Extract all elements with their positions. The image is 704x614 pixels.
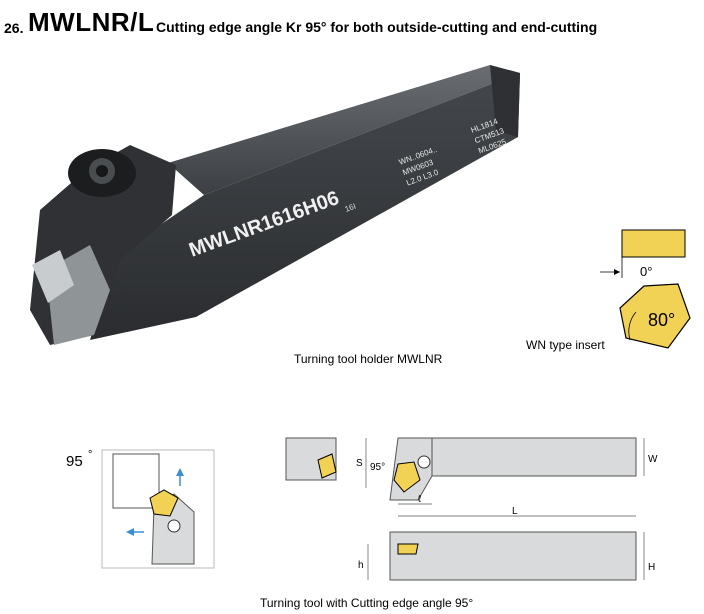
nose-angle-label: 80°: [648, 310, 675, 330]
dim-l-big: L: [512, 506, 518, 517]
dim-angle: 95°: [370, 462, 385, 473]
angle-diagram: 95 °: [66, 449, 215, 569]
photo-caption: Turning tool holder MWLNR: [294, 352, 443, 366]
left-arrow-icon: [126, 528, 134, 536]
insert-symbol: 0° 80°: [600, 229, 691, 349]
dim-h-big: H: [648, 562, 655, 573]
dim-s: S: [356, 458, 363, 469]
dim-l-small: ℓ: [418, 494, 422, 505]
relief-angle-label: 0°: [640, 264, 652, 279]
model-description: Cutting edge angle Kr 95° for both outsi…: [156, 19, 598, 35]
angle-degree: °: [88, 449, 92, 461]
insert-caption: WN type insert: [526, 338, 605, 352]
model-title: MWLNR/L: [28, 7, 155, 37]
up-arrow-icon: [176, 468, 184, 476]
tool-holder-photo: MWLNR1616H06 16I WN..0604.. MW0603 L2.0 …: [30, 65, 520, 345]
dim-h-small: h: [358, 560, 364, 571]
dim-w: W: [648, 454, 658, 465]
section-number: 26.: [4, 20, 24, 36]
diagram-caption: Turning tool with Cutting edge angle 95°: [260, 596, 474, 610]
dimension-diagram: S 95° W ℓ L h H: [285, 437, 658, 581]
angle-number: 95: [66, 453, 83, 470]
engraving-small: 16I: [344, 202, 358, 214]
